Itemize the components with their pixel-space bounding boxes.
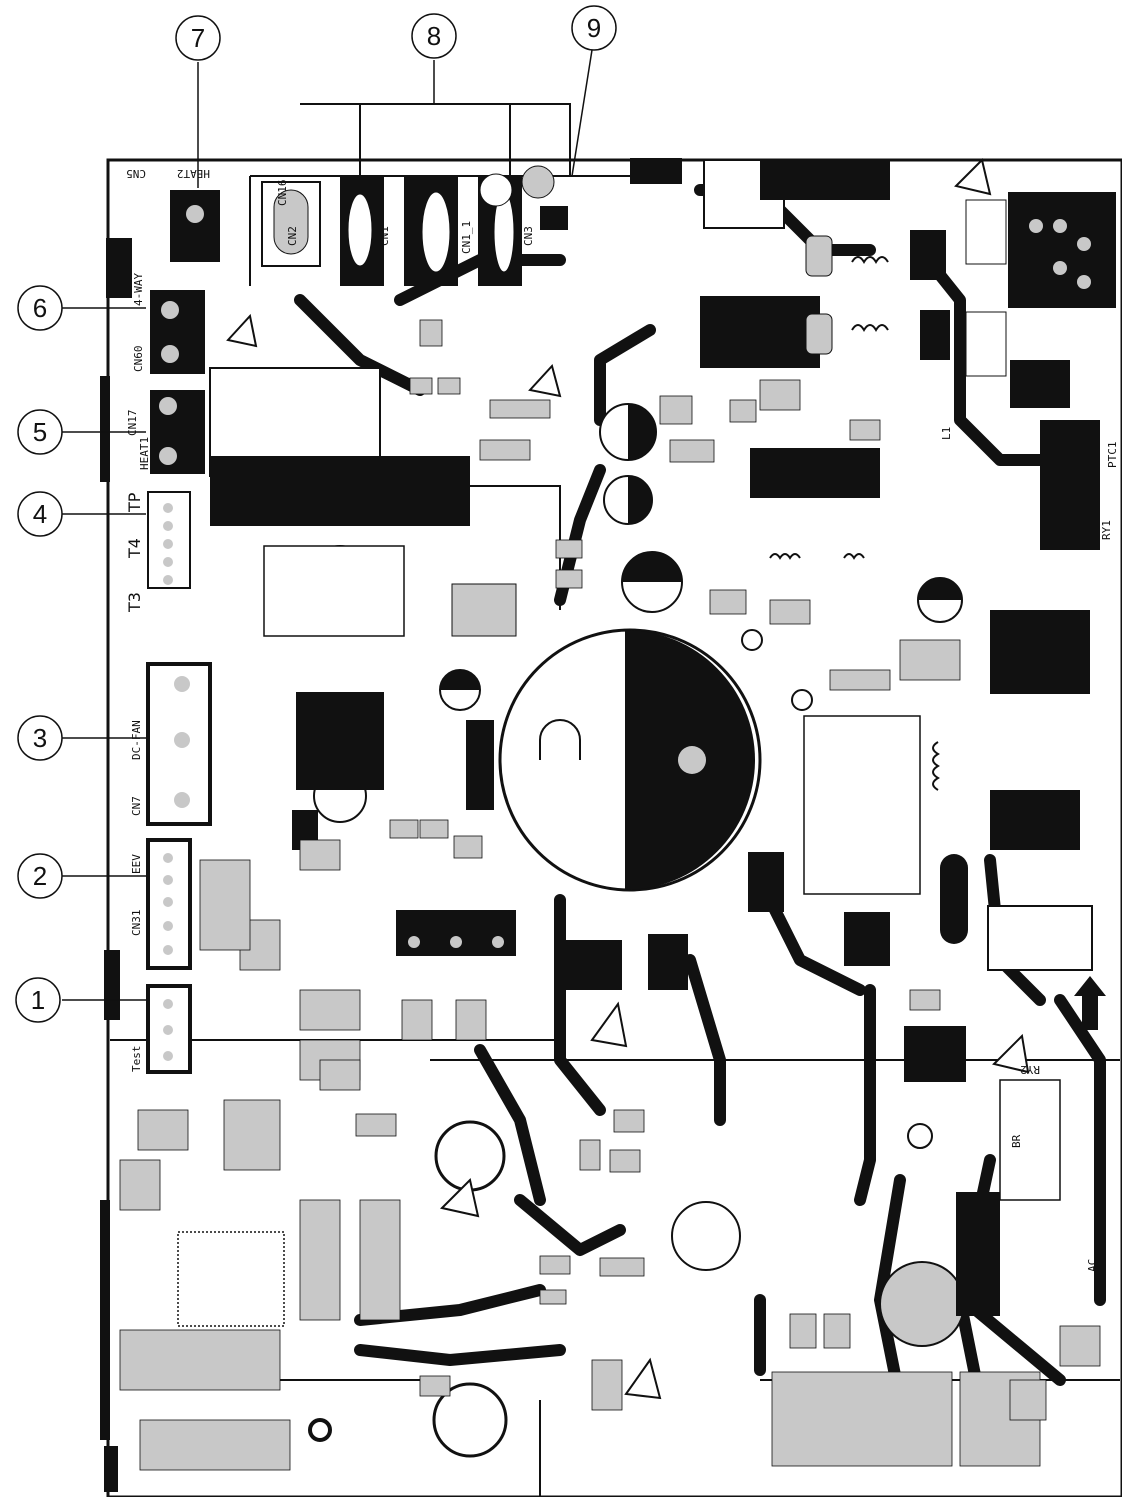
label-cn2: CN2 — [286, 226, 299, 246]
label-dcfan: DC-FAN — [130, 720, 143, 760]
callout-8: 8 — [411, 13, 457, 59]
callout-5: 5 — [17, 409, 63, 455]
callout-4-label: 4 — [33, 499, 47, 529]
callout-2: 2 — [17, 853, 63, 899]
warning-triangles — [226, 158, 1030, 1400]
callout-1: 1 — [15, 977, 61, 1023]
relays-blocks — [209, 160, 1116, 1316]
callout-8-label: 8 — [427, 21, 441, 51]
label-cn60: CN60 — [132, 346, 145, 373]
label-cn3: CN3 — [522, 226, 535, 246]
label-cn17: CN17 — [126, 410, 139, 437]
callout-7: 7 — [175, 15, 221, 61]
label-ptc1: PTC1 — [1106, 442, 1119, 469]
label-ac: AC — [1086, 1259, 1099, 1272]
callout-6-label: 6 — [33, 293, 47, 323]
callout-2-label: 2 — [33, 861, 47, 891]
callout-3: 3 — [17, 715, 63, 761]
label-ry1: RY1 — [1100, 520, 1113, 540]
label-heat1: HEAT1 — [138, 437, 151, 470]
label-br: BR — [1010, 1134, 1023, 1148]
label-heat2: HEAT2 — [177, 167, 210, 180]
callout-7-label: 7 — [191, 23, 205, 53]
label-cn1-1: CN1_1 — [460, 221, 473, 254]
label-test: Test — [130, 1046, 143, 1073]
left-connectors — [100, 190, 220, 1492]
label-t3: T3 — [125, 592, 144, 613]
label-4way: 4-WAY — [132, 273, 145, 306]
callout-9-label: 9 — [587, 13, 601, 43]
label-cn31: CN31 — [130, 910, 143, 937]
label-ry2: RY2 — [1020, 1063, 1040, 1076]
silkscreen-labels: HEAT2 CN5 4-WAY CN60 CN17 HEAT1 TP T4 T3… — [125, 167, 1119, 1272]
arrow-marker — [1074, 976, 1106, 1030]
label-t4: T4 — [125, 538, 144, 559]
label-cn6: CN5 — [126, 167, 146, 180]
callout-leaders — [62, 49, 593, 1001]
callout-4: 4 — [17, 491, 63, 537]
callout-3-label: 3 — [33, 723, 47, 753]
smd-pads — [119, 319, 1101, 1471]
label-cn1: CN1 — [378, 226, 391, 246]
bulk-capacitor — [498, 628, 762, 892]
callout-1-label: 1 — [31, 985, 45, 1015]
label-l1: L1 — [940, 427, 953, 440]
label-cn16: CN16 — [276, 180, 289, 207]
label-tp: TP — [125, 492, 144, 513]
callout-5-label: 5 — [33, 417, 47, 447]
label-cn7: CN7 — [130, 796, 143, 816]
label-eev: EEV — [130, 854, 143, 874]
ic-chips — [177, 545, 1093, 1327]
callout-6: 6 — [17, 285, 63, 331]
callout-9: 9 — [571, 5, 617, 51]
inductors — [769, 256, 940, 791]
